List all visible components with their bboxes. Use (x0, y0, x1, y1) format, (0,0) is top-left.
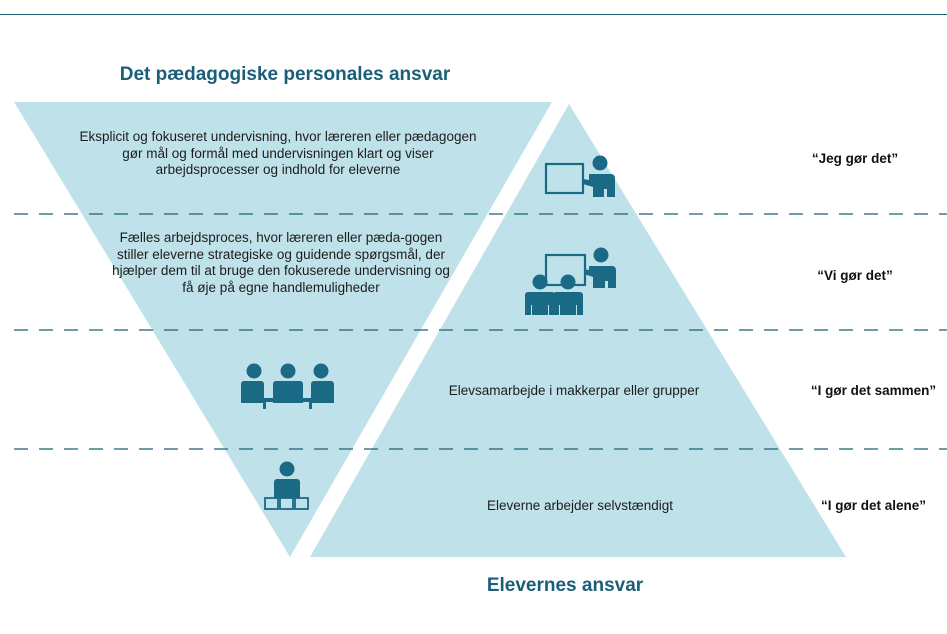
staff-responsibility-title: Det pædagogiske personales ansvar (119, 64, 451, 85)
teacher-with-students-icon (525, 247, 616, 315)
staff-responsibility-triangle (14, 102, 552, 557)
student-responsibility-triangle (310, 104, 846, 557)
row-3-quote: “I gør det sammen” (810, 383, 937, 398)
teacher-at-board-icon (544, 155, 615, 197)
row-4-quote: “I gør det alene” (820, 498, 927, 513)
row-3-description: Elevsamarbejde i makkerpar eller grupper (448, 383, 700, 398)
group-at-table-icon (241, 363, 334, 409)
row-2-description: Fælles arbejdsproces, hvor læreren eller… (112, 230, 450, 295)
row-1-description: Eksplicit og fokuseret undervisning, hvo… (79, 129, 477, 177)
student-responsibility-title: Elevernes ansvar (486, 575, 644, 596)
student-at-desk-icon (264, 461, 309, 510)
row-2-quote: “Vi gør det” (817, 268, 893, 283)
row-4-description: Eleverne arbejder selvstændigt (486, 498, 674, 513)
row-1-quote: “Jeg gør det” (811, 151, 899, 166)
top-divider-line (0, 14, 947, 15)
